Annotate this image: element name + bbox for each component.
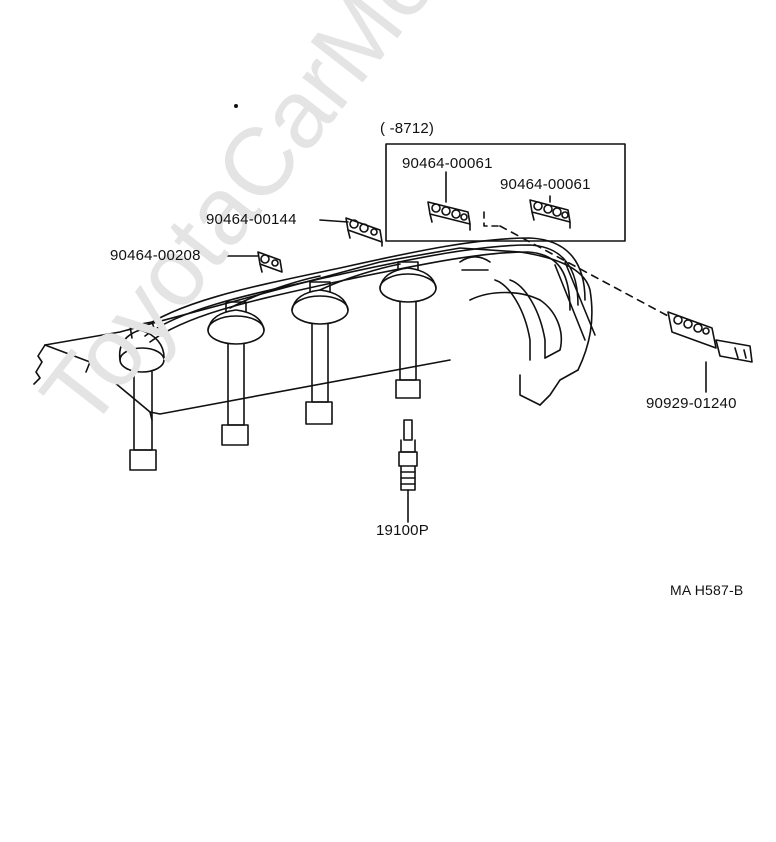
- figure-code: MA H587-B: [670, 582, 744, 598]
- part-label-clamp-left[interactable]: 90464-00144: [206, 211, 297, 228]
- stray-dot: [234, 104, 239, 109]
- plug-boot-1: [118, 321, 165, 471]
- leader-lines: [219, 171, 707, 393]
- cylinder-head-cover: [33, 247, 596, 421]
- part-label-spark-plug[interactable]: 19100P: [376, 522, 429, 539]
- plug-boot-2: [207, 301, 265, 446]
- part-label-clamp-far-left[interactable]: 90464-00208: [110, 247, 201, 264]
- part-label-clamp-top-right[interactable]: 90464-00061: [500, 176, 591, 193]
- spark-plug-drawing: [398, 419, 418, 523]
- part-label-cord-set[interactable]: 90929-01240: [646, 395, 737, 412]
- plug-boot-4: [379, 261, 437, 399]
- clamp-top-left-drawing: [427, 201, 471, 231]
- range-label: ( -8712): [380, 120, 435, 137]
- cord-harness: [139, 237, 586, 343]
- part-label-clamp-top-left[interactable]: 90464-00061: [402, 155, 493, 172]
- plug-boot-3: [291, 281, 349, 425]
- clamp-left-drawing: [345, 217, 383, 247]
- cord-set-clamp-drawing: [667, 311, 753, 363]
- range-box: [385, 143, 626, 242]
- clamp-top-right-drawing: [529, 199, 571, 229]
- clamp-far-left-drawing: [257, 251, 283, 273]
